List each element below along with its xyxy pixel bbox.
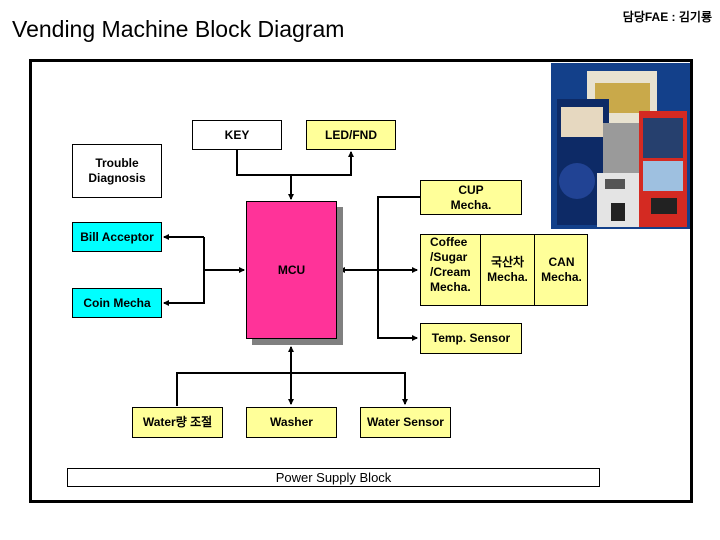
coffee-machine-decor [559, 163, 595, 199]
can-line2: Mecha. [541, 270, 582, 284]
mecha-group-block: Coffee /Sugar /Cream Mecha. 국산차 Mecha. C… [420, 234, 588, 306]
tea-line2: Mecha. [487, 270, 528, 284]
coffee-line2: /Sugar [430, 250, 468, 264]
cup-mecha-line2: Mecha. [450, 197, 492, 212]
led-fnd-block: LED/FND [306, 120, 396, 150]
coffee-line3: /Cream [430, 265, 471, 279]
tea-mecha-cell: 국산차 Mecha. [481, 235, 535, 305]
coffee-machine-panel [561, 107, 603, 137]
diagram-frame [29, 59, 693, 503]
cup-machine-display [605, 179, 625, 189]
mcu-block: MCU [246, 201, 337, 339]
cup-mecha-block: CUP Mecha. [420, 180, 522, 215]
coin-mecha-block: Coin Mecha [72, 288, 162, 318]
can-machine-outlet [651, 198, 677, 214]
can-machine-poster [643, 161, 683, 191]
trouble-diagnosis-block: Trouble Diagnosis [72, 144, 162, 198]
tea-line1: 국산차 [490, 255, 525, 269]
coffee-sugar-cream-mecha-cell: Coffee /Sugar /Cream Mecha. [421, 235, 481, 305]
coffee-line1: Coffee [430, 235, 468, 249]
key-block: KEY [192, 120, 282, 150]
page-title: Vending Machine Block Diagram [12, 16, 345, 42]
middle-machine [603, 123, 643, 173]
temp-sensor-block: Temp. Sensor [420, 323, 522, 354]
wire-water-sensor [176, 372, 408, 406]
water-control-block: Water량 조절 [132, 407, 223, 438]
can-machine-window [643, 118, 683, 158]
power-supply-block: Power Supply Block [67, 468, 600, 487]
wire-key-led [236, 150, 354, 176]
cup-mecha-line1: CUP [458, 182, 484, 197]
wire-cup-temp [377, 196, 420, 341]
vending-machine-photo [551, 63, 690, 229]
coffee-line4: Mecha. [430, 280, 471, 294]
can-mecha-cell: CAN Mecha. [535, 235, 588, 305]
water-sensor-block: Water Sensor [360, 407, 451, 438]
washer-block: Washer [246, 407, 337, 438]
trouble-diagnosis-line2: Diagnosis [88, 171, 146, 185]
fae-label: 담당FAE : 김기룡 [622, 10, 712, 24]
bill-acceptor-block: Bill Acceptor [72, 222, 162, 252]
wire-coin-mecha [163, 237, 205, 306]
cup-machine-slot [611, 203, 625, 221]
trouble-diagnosis-line1: Trouble [95, 156, 139, 170]
vending-machine-illustration [557, 71, 687, 227]
can-line1: CAN [548, 255, 575, 269]
